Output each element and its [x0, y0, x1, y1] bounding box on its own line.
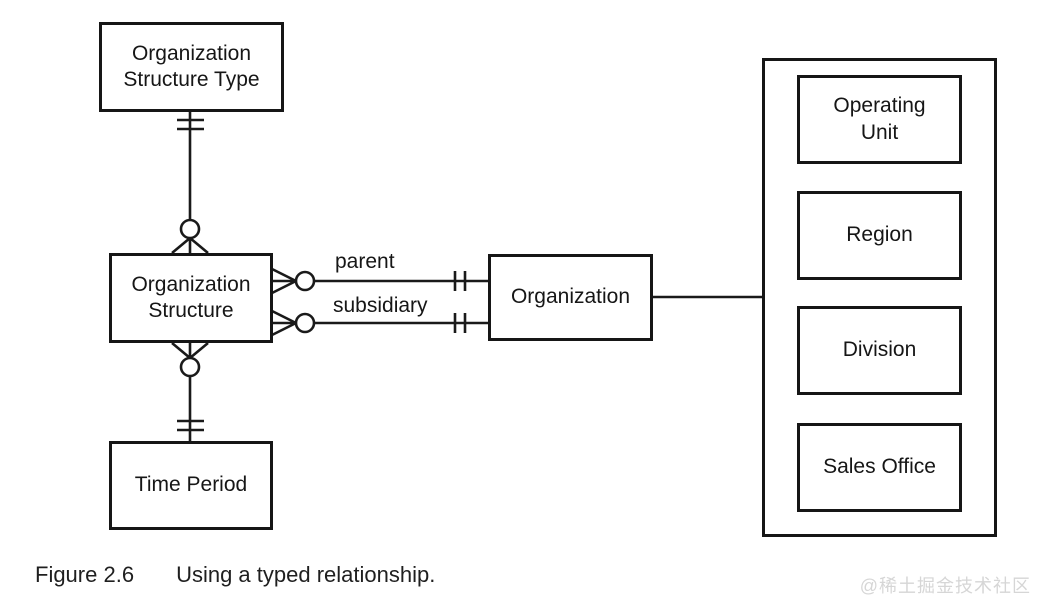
- entity-division: Division: [797, 306, 962, 395]
- entity-label: Organization Structure: [131, 272, 251, 322]
- entity-label: Sales Office: [823, 455, 936, 479]
- connector-subsidiary: [271, 309, 488, 337]
- entity-label: Region: [846, 223, 913, 247]
- optional-circle: [294, 270, 316, 292]
- optional-circle: [179, 218, 201, 240]
- entity-label: Organization: [510, 285, 631, 309]
- crows-foot: [171, 342, 209, 359]
- entity-organization: Organization: [488, 254, 653, 341]
- connector-parent: [271, 267, 488, 295]
- figure-number: Figure 2.6: [35, 562, 135, 587]
- entity-operating-unit: Operating Unit: [797, 75, 962, 164]
- entity-organization-structure: Organization Structure: [109, 253, 273, 343]
- entity-label: Division: [842, 338, 917, 362]
- relationship-label-subsidiary: subsidiary: [333, 294, 428, 317]
- watermark: @稀土掘金技术社区: [859, 576, 1031, 596]
- figure-caption: Figure 2.6 Using a typed relationship.: [35, 562, 435, 588]
- crows-foot: [271, 309, 297, 337]
- figure-caption-text: Using a typed relationship.: [176, 562, 436, 587]
- entity-sales-office: Sales Office: [797, 423, 962, 512]
- connector-type-to-structure: [171, 112, 209, 254]
- optional-circle: [179, 356, 201, 378]
- connector-structure-to-timeperiod: [171, 342, 209, 441]
- entity-label: Time Period: [134, 473, 248, 497]
- entity-region: Region: [797, 191, 962, 280]
- relationship-label-parent: parent: [335, 250, 395, 273]
- entity-label: Organization Structure Type: [123, 41, 260, 91]
- optional-circle: [294, 312, 316, 334]
- entity-label: Operating Unit: [833, 94, 926, 144]
- crows-foot: [171, 237, 209, 254]
- crows-foot: [271, 267, 297, 295]
- entity-organization-structure-type: Organization Structure Type: [99, 22, 284, 112]
- entity-time-period: Time Period: [109, 441, 273, 530]
